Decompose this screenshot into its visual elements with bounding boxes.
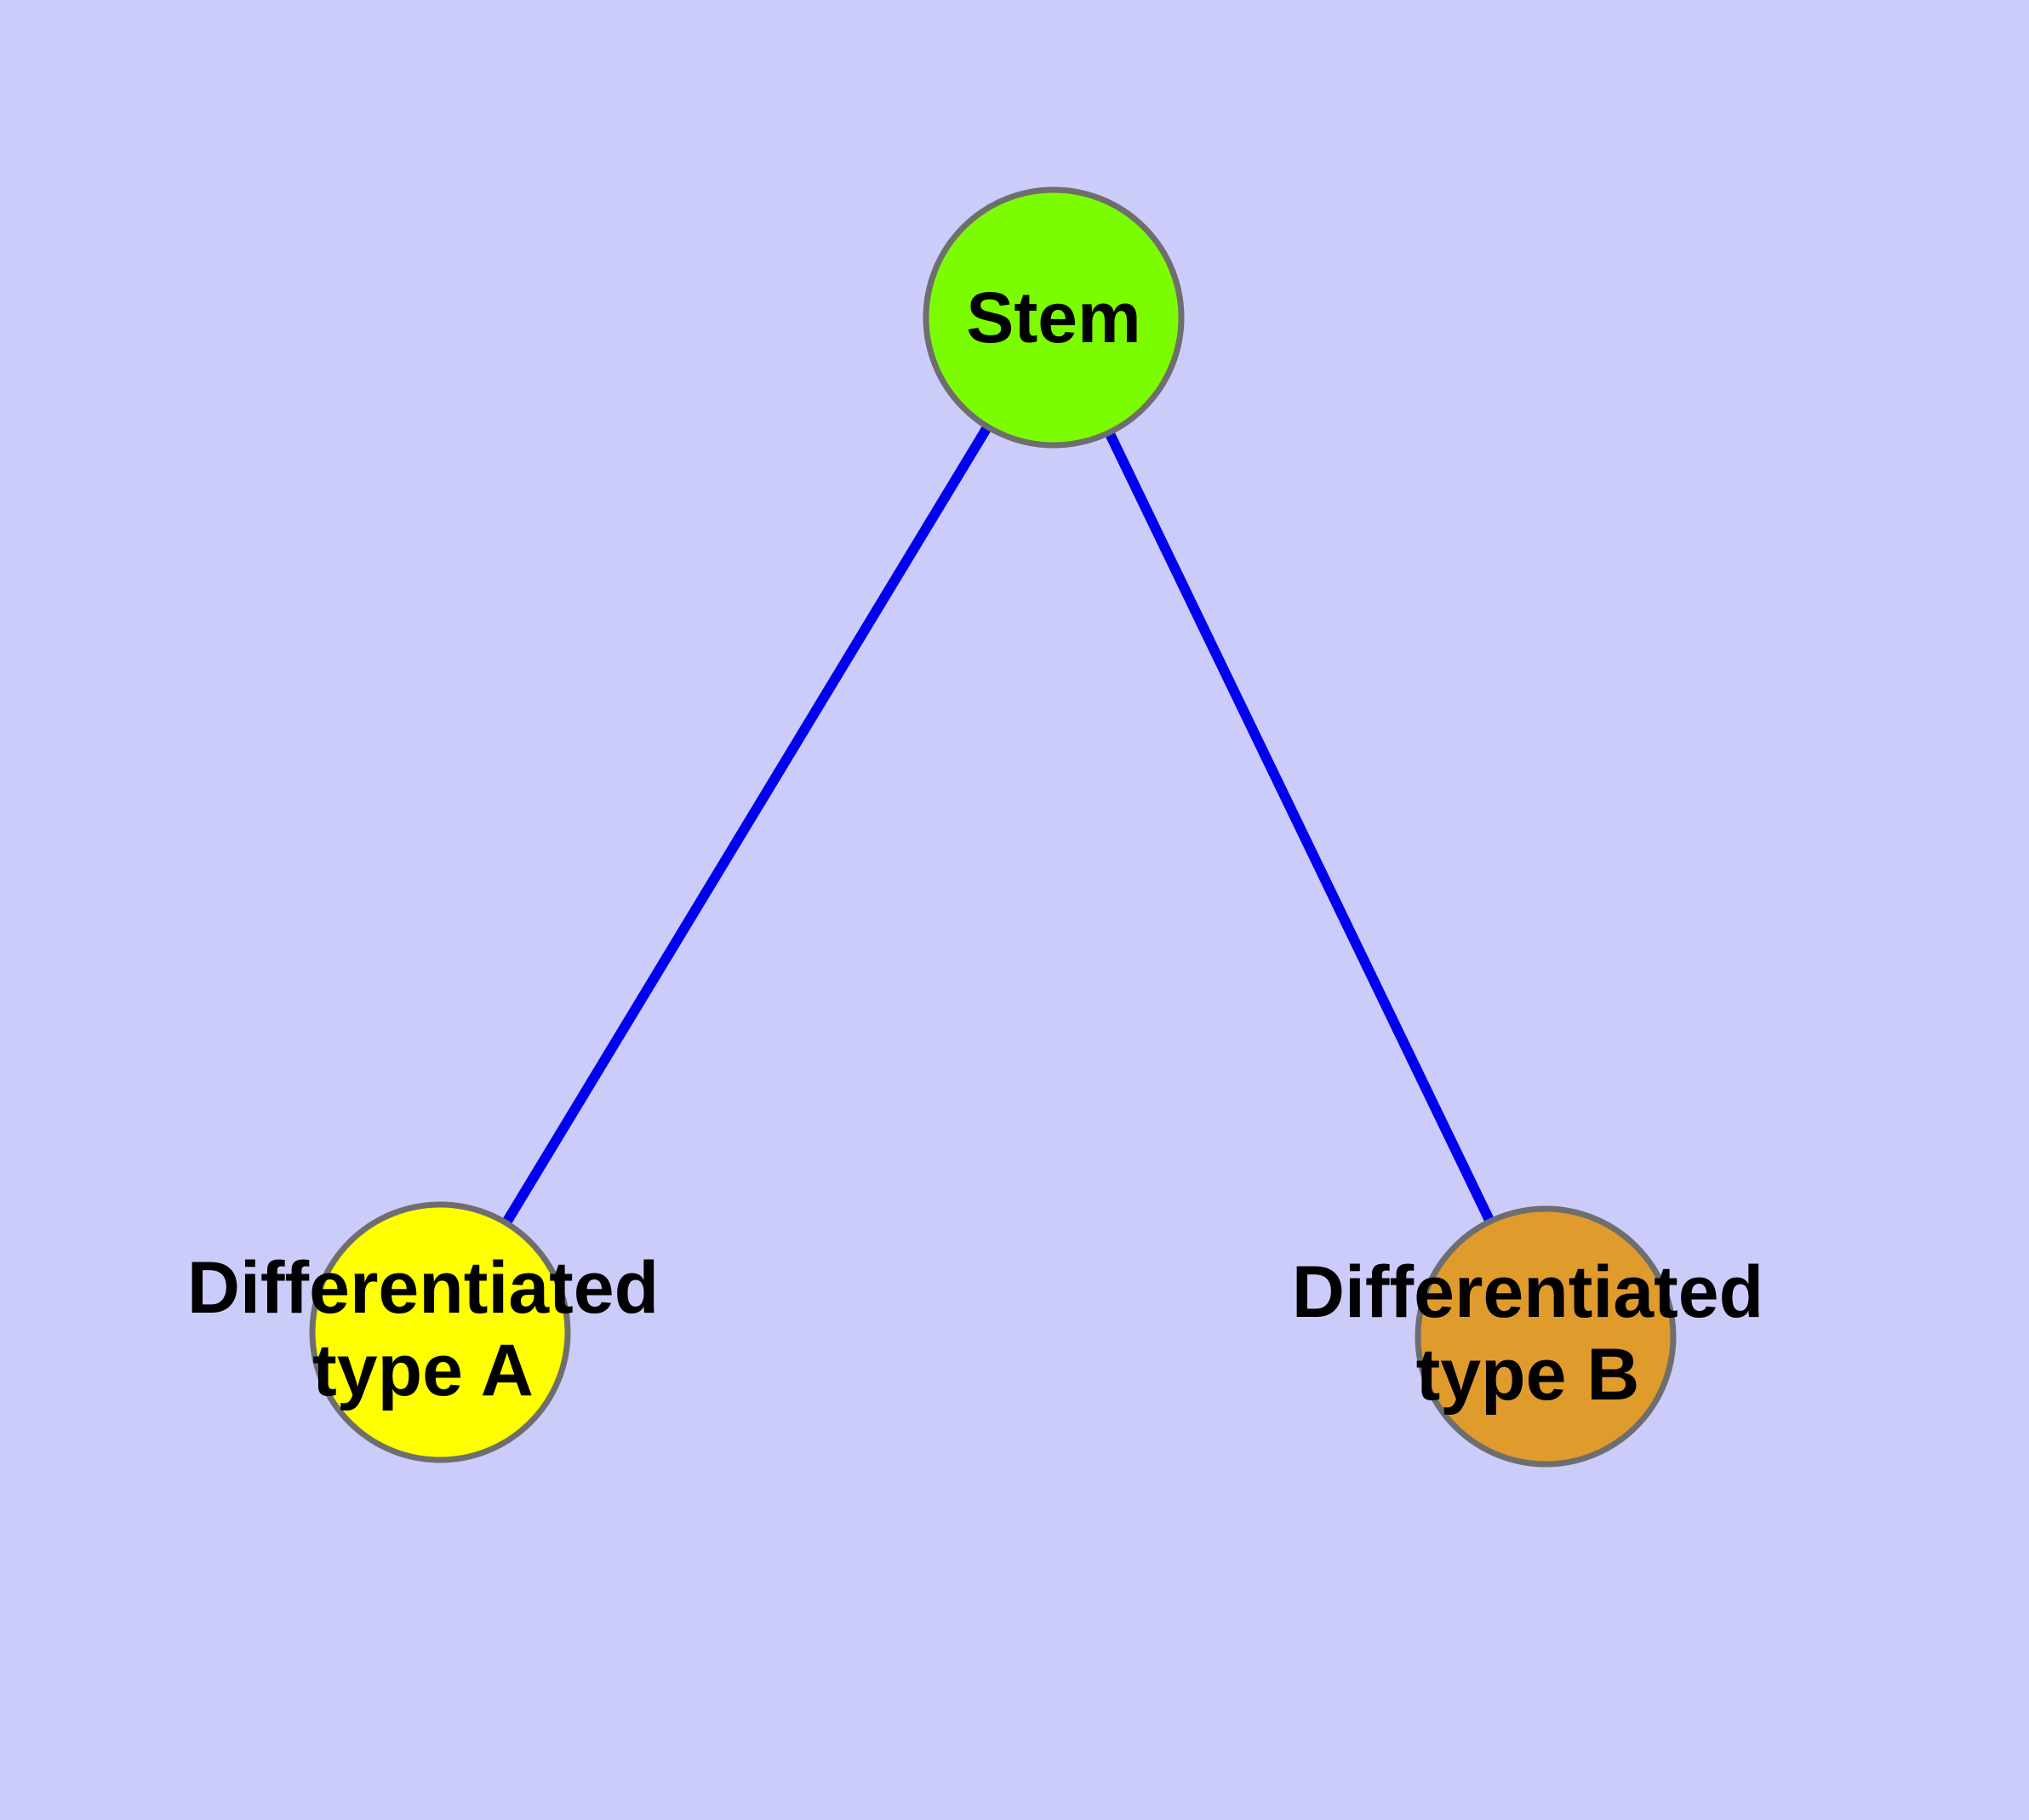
edge-stem-to-a [503, 426, 991, 1224]
node-label-line: type B [1416, 1334, 1640, 1416]
node-diff_b[interactable] [1415, 1205, 1677, 1468]
node-diff_a[interactable] [309, 1201, 571, 1463]
node-label-line: Differentiated [1292, 1251, 1763, 1333]
node-label-stem: Stem [966, 278, 1140, 358]
node-stem[interactable] [923, 186, 1185, 449]
nodes-layer [309, 186, 1677, 1468]
node-label-line: Stem [966, 278, 1140, 358]
edges-layer [503, 426, 1494, 1224]
node-label-line: Differentiated [187, 1247, 659, 1329]
edge-stem-to-b [1106, 432, 1494, 1222]
node-label-line: type A [312, 1330, 534, 1411]
